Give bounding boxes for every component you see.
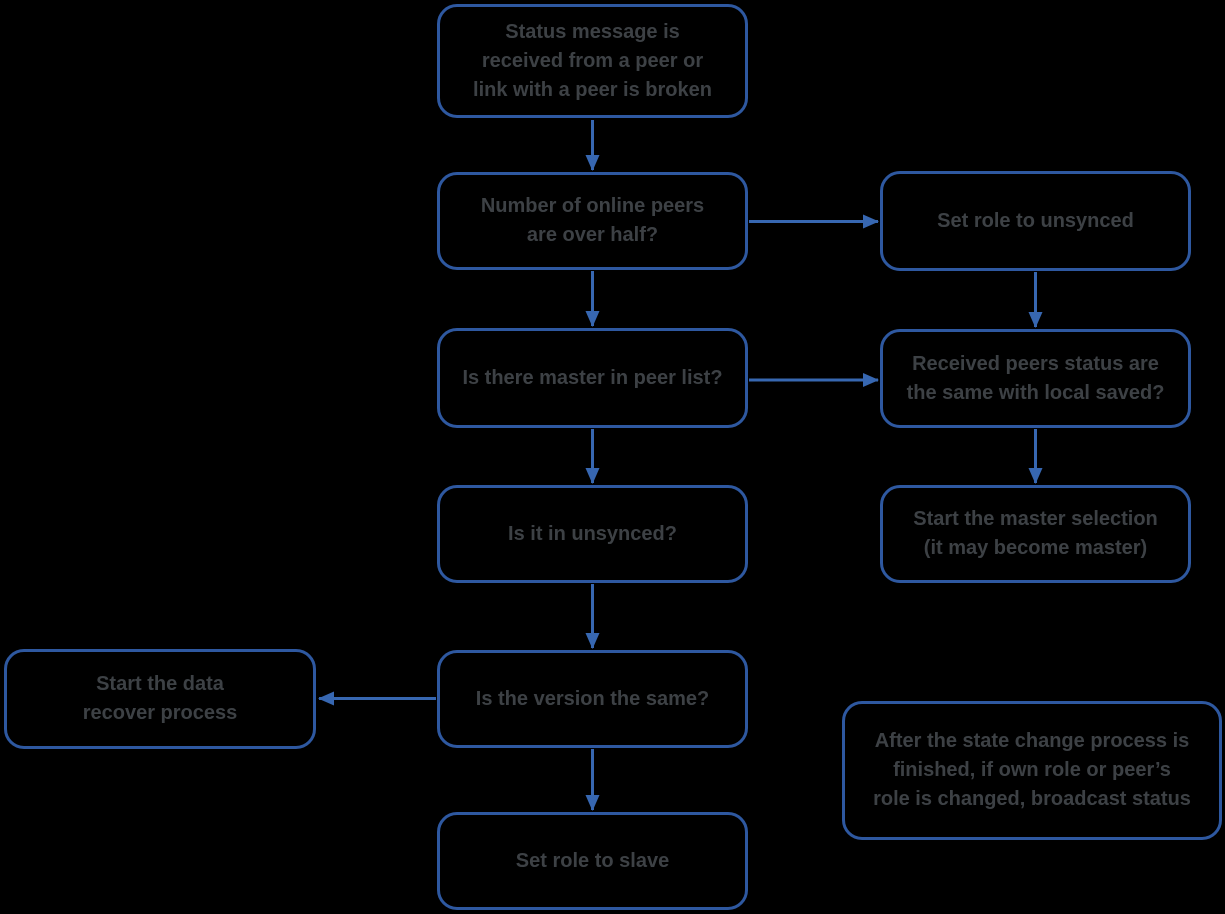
node-version-same: Is the version the same?	[437, 650, 748, 748]
node-broadcast-note: After the state change process is finish…	[842, 701, 1222, 840]
node-master-in-peer-list: Is there master in peer list?	[437, 328, 748, 428]
node-set-role-slave: Set role to slave	[437, 812, 748, 910]
node-is-in-unsynced: Is it in unsynced?	[437, 485, 748, 583]
node-status-message: Status message is received from a peer o…	[437, 4, 748, 118]
node-set-role-unsynced: Set role to unsynced	[880, 171, 1191, 271]
node-set-role-unsynced-label: Set role to unsynced	[937, 209, 1134, 232]
node-start-data-recover: Start the data recover process	[4, 649, 316, 749]
node-peers-over-half: Number of online peers are over half?	[437, 172, 748, 270]
node-master-in-peer-list-label: Is there master in peer list?	[462, 366, 723, 389]
node-start-master-selection: Start the master selection (it may becom…	[880, 485, 1191, 583]
node-status-message-label: Status message is received from a peer o…	[473, 20, 712, 101]
node-version-same-label: Is the version the same?	[475, 687, 710, 710]
node-peers-status-same: Received peers status are the same with …	[880, 329, 1191, 428]
node-start-data-recover-label: Start the data recover process	[82, 673, 238, 724]
node-broadcast-note-label: After the state change process is finish…	[873, 730, 1191, 810]
node-is-in-unsynced-label: Is it in unsynced?	[508, 522, 677, 545]
node-set-role-slave-label: Set role to slave	[515, 849, 670, 872]
node-start-master-selection-label: Start the master selection (it may becom…	[913, 508, 1158, 559]
node-peers-over-half-label: Number of online peers are over half?	[480, 195, 705, 246]
node-peers-status-same-label: Received peers status are the same with …	[906, 352, 1165, 404]
